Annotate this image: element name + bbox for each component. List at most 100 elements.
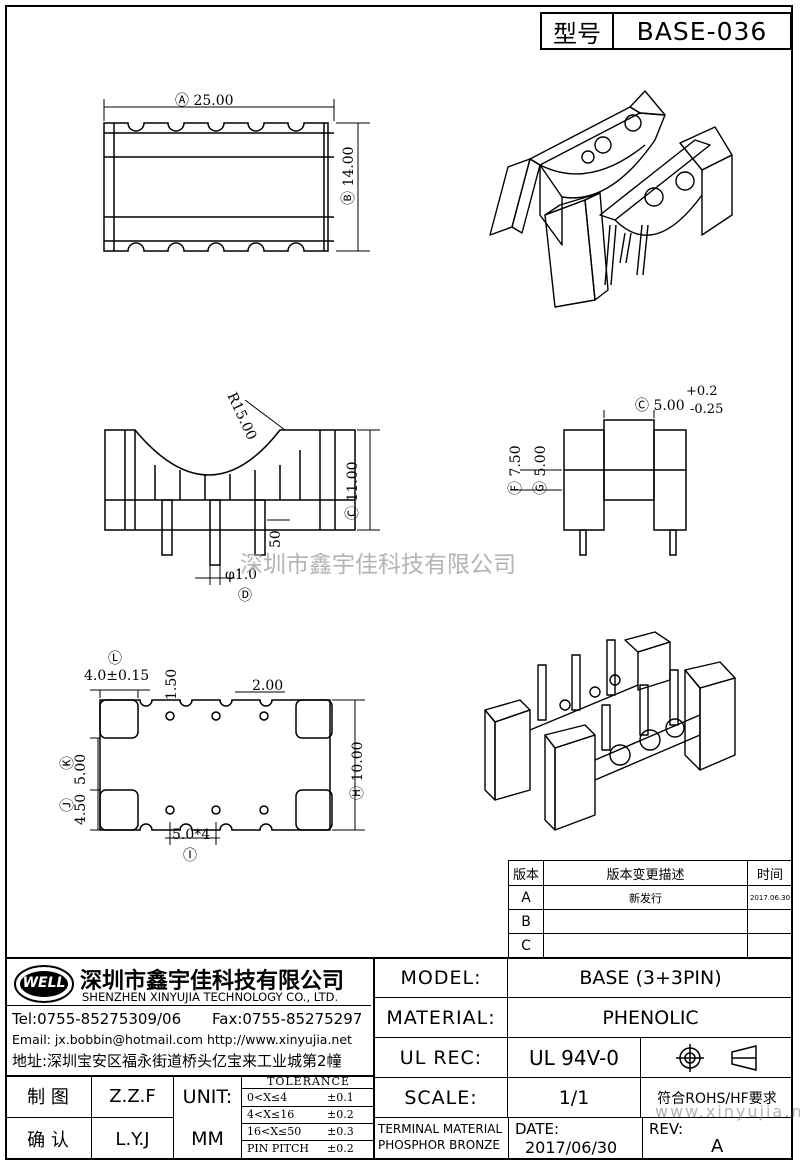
material-value-cell: PHENOLIC	[508, 998, 793, 1038]
rev-value: A	[711, 1136, 724, 1157]
type-label-cell: 型号	[540, 12, 614, 50]
part-number: BASE-036	[636, 16, 768, 46]
dim-end-h1: Ⓕ 7.50	[508, 445, 524, 495]
unit-value-cell: MM	[174, 1118, 242, 1160]
company-address: 地址:深圳宝安区福永街道桥头亿宝来工业城第2幢	[12, 1052, 342, 1070]
check-label-cell: 确 认	[5, 1118, 92, 1160]
rev-row-a-date: 2017.06.30	[747, 885, 793, 910]
scale-value: 1/1	[558, 1086, 590, 1109]
rev-header-desc: 版本变更描述	[543, 860, 748, 886]
tolerance-range: 4<X≤16	[247, 1108, 295, 1121]
rev-header-date-label: 时间	[756, 867, 783, 883]
check-label: 确 认	[27, 1130, 69, 1151]
rev-row-c-date	[747, 933, 793, 958]
dim-tag-i: Ⓘ	[183, 848, 197, 864]
tolerance-row: 0<X≤4 ±0.1	[242, 1089, 375, 1107]
rev-row-a-desc: 新发行	[543, 885, 748, 910]
tolerance-value: ±0.2	[327, 1142, 354, 1155]
rev-row-b-rev-text: B	[521, 913, 531, 930]
tolerance-range: PIN PITCH	[247, 1142, 309, 1155]
company-logo-text: WELL	[22, 975, 66, 991]
tolerance-row: 4<X≤16 ±0.2	[242, 1106, 375, 1124]
dim-tag-l: Ⓛ	[108, 651, 122, 667]
drawn-value-cell: Z.Z.F	[92, 1075, 174, 1118]
rohs-text: 符合ROHS/HF要求	[657, 1090, 777, 1107]
rev-label: REV:	[649, 1120, 683, 1138]
model-label: MODEL:	[400, 967, 482, 989]
rev-header-desc-label: 版本变更描述	[606, 867, 685, 883]
material-label-cell: MATERIAL:	[375, 998, 508, 1038]
drawn-value: Z.Z.F	[109, 1085, 156, 1107]
title-block	[5, 957, 793, 1162]
dim-pin-diameter: φ1.0	[225, 567, 258, 583]
top-view-drawing	[103, 99, 370, 252]
model-value: BASE (3+3PIN)	[579, 967, 722, 989]
rev-row-c-desc	[543, 933, 748, 958]
iso-view-top	[489, 90, 733, 308]
rev-row-b-desc	[543, 909, 748, 934]
date-cell: DATE: 2017/06/30	[508, 1118, 643, 1160]
dim-150: 1.50	[164, 668, 180, 700]
scale-label: SCALE:	[404, 1086, 478, 1109]
dim-side-height: Ⓒ 11.00	[345, 461, 361, 520]
tolerance-title: TOLERANCE	[267, 1075, 350, 1088]
date-value: 2017/06/30	[525, 1138, 618, 1157]
tolerance-row: PIN PITCH ±0.2	[242, 1140, 375, 1158]
tolerance-title-cell: TOLERANCE	[242, 1075, 375, 1089]
model-label-cell: MODEL:	[375, 959, 508, 998]
company-name-cn: 深圳市鑫宇佳科技有限公司	[80, 969, 345, 994]
dim-flange: 4.0±0.15	[84, 668, 150, 684]
left-grid	[5, 1075, 375, 1162]
unit-label-cell: UNIT:	[174, 1075, 242, 1118]
model-value-cell: BASE (3+3PIN)	[508, 959, 793, 998]
company-name-en: SHENZHEN XINYUJIA TECHNOLOGY CO., LTD.	[82, 990, 339, 1004]
part-number-cell: BASE-036	[612, 12, 792, 50]
check-value-cell: L.Y.J	[92, 1118, 174, 1160]
dim-end-tol-plus: +0.2	[686, 384, 718, 399]
rev-row-b-date	[747, 909, 793, 934]
dim-end-width: Ⓒ 5.00	[635, 398, 685, 414]
projection-symbol-cell	[641, 1038, 793, 1078]
end-view-drawing	[510, 410, 687, 556]
unit-label: UNIT:	[182, 1085, 233, 1108]
dim-top-width: Ⓐ 25.00	[175, 93, 234, 109]
material-label: MATERIAL:	[386, 1006, 496, 1029]
company-tel: Tel:0755-85275309/06	[12, 1010, 182, 1028]
side-view-drawing	[104, 399, 380, 585]
scale-value-cell: 1/1	[508, 1078, 641, 1118]
terminal-material-value: PHOSPHOR BRONZE	[378, 1138, 500, 1152]
rev-row-b-rev: B	[508, 909, 544, 934]
watermark-url: www.xinyujia.net	[655, 1102, 800, 1121]
dim-450: 4.50	[73, 793, 89, 825]
tolerance-range: 16<X≤50	[247, 1125, 302, 1138]
revision-table: 版本 版本变更描述 时间 A 新发行 2017.06.30 B C	[508, 860, 793, 958]
bottom-view-drawing	[90, 689, 365, 845]
ulrec-label-cell: UL REC:	[375, 1038, 508, 1078]
check-value: L.Y.J	[115, 1128, 150, 1150]
dim-pin-tag: Ⓓ	[238, 588, 252, 604]
watermark-company: 深圳市鑫宇佳科技有限公司	[240, 552, 516, 578]
tolerance-value: ±0.2	[327, 1108, 354, 1121]
unit-value: MM	[191, 1128, 224, 1150]
dim-1000: Ⓗ 10.00	[350, 741, 366, 800]
material-value: PHENOLIC	[602, 1006, 699, 1029]
iso-view-bottom	[484, 631, 736, 831]
vertical-divider	[373, 957, 375, 1160]
dim-pin-pitch: 5.0*4	[172, 827, 211, 843]
tolerance-value: ±0.3	[327, 1125, 354, 1138]
ulrec-value-cell: UL 94V-0	[508, 1038, 641, 1078]
rohs-cell: 符合ROHS/HF要求	[641, 1078, 793, 1118]
rev-row-a-rev-text: A	[521, 889, 531, 906]
rev-header-version: 版本	[508, 860, 544, 886]
company-rule-1	[5, 1005, 371, 1006]
rev-cell: REV: A	[641, 1118, 793, 1160]
company-fax: Fax:0755-85275297	[212, 1010, 363, 1028]
date-label: DATE:	[515, 1120, 560, 1138]
first-angle-projection-icon	[676, 1043, 757, 1072]
rev-row-a-date-text: 2017.06.30	[749, 893, 791, 902]
terminal-material-label: TERMINAL MATERIAL	[378, 1122, 503, 1136]
dim-end-tol-minus: -0.25	[690, 402, 724, 417]
dim-200: 2.00	[252, 678, 284, 694]
ulrec-label: UL REC:	[399, 1046, 483, 1069]
rev-row-a-desc-text: 新发行	[629, 891, 662, 905]
